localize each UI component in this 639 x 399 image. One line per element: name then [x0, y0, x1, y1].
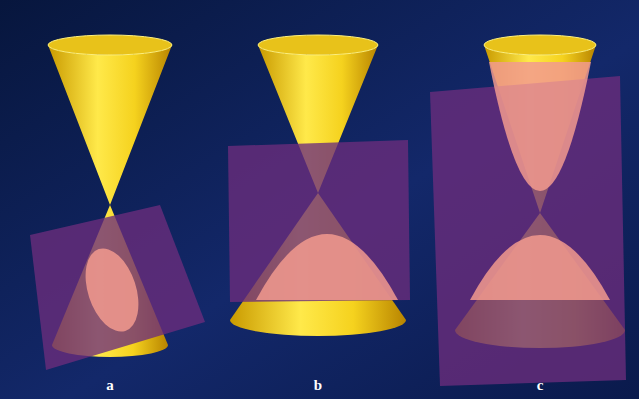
cone-nappe: [48, 45, 172, 205]
parabola-section: [256, 234, 398, 300]
figure-letter: b: [314, 378, 322, 393]
cutting-plane: [228, 140, 410, 302]
ellipse-section: [76, 242, 148, 339]
double-cone: [30, 35, 205, 370]
hyperbola-section: [470, 235, 610, 300]
cutting-plane: [30, 205, 205, 370]
double-cone: [430, 35, 626, 386]
cone-rim: [484, 35, 596, 55]
hyperbola-section: [489, 62, 591, 191]
double-cone: [228, 35, 410, 336]
figure-letter: a: [106, 378, 114, 393]
figure-letter: c: [537, 378, 544, 393]
cone-rim: [258, 35, 378, 55]
cone-rim: [48, 35, 172, 55]
